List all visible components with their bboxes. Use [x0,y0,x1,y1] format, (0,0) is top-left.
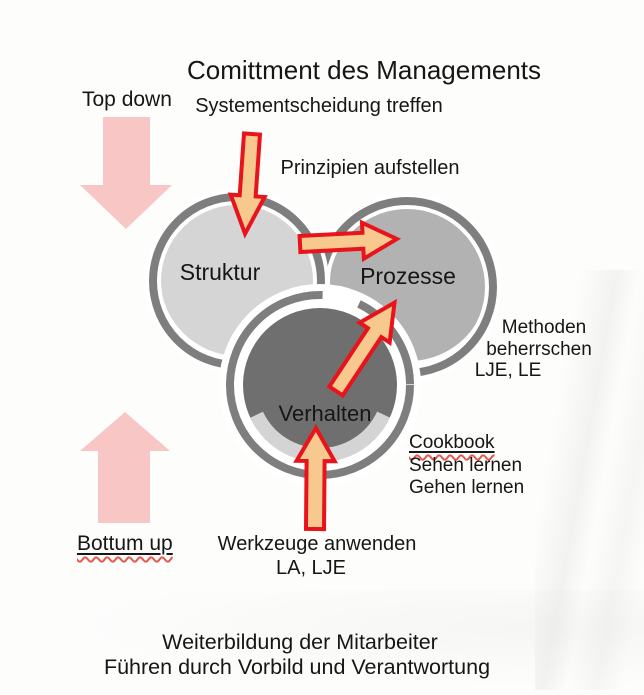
tools-note-line1: Werkzeuge anwenden [217,533,417,555]
top-down-arrow [80,117,172,229]
arrow-verhalten-to-prozesse [326,298,397,399]
top-down-label: Top down [82,88,172,111]
principles-note: Prinzipien aufstellen [280,157,460,179]
bottom-up-arrow [80,412,170,523]
struktur-label: Struktur [179,259,261,285]
page-title: Comittment des Managements [186,55,542,85]
footer-line1: Weiterbildung der Mitarbeiter [162,630,438,654]
cookbook-note-line3: Gehen lernen [409,477,525,498]
arrow-into-verhalten [293,423,339,532]
bottom-up-label: Bottum up [77,532,173,556]
bottom-up-misspelled-word: Bottum up [77,532,173,555]
cookbook-note-line2: Sehen lernen [409,455,523,476]
tools-note-line2: LA, LJE [275,557,347,579]
methods-note-line2: beherrschen [486,339,592,360]
cookbook-note-line1: Cookbook [409,432,495,454]
arrow-struktur-to-prozesse [297,219,402,263]
prozesse-label: Prozesse [360,263,456,289]
cookbook-misspelled-word: Cookbook [409,432,495,453]
methods-note-line1: Methoden [501,317,587,338]
system-decision-note: Systementscheidung treffen [195,95,443,117]
arrow-into-struktur [227,131,268,239]
footer-line2: Führen durch Vorbild und Verantwortung [103,655,491,679]
verhalten-label: Verhalten [278,401,372,426]
methods-note-line3: LJE, LE [474,360,542,381]
